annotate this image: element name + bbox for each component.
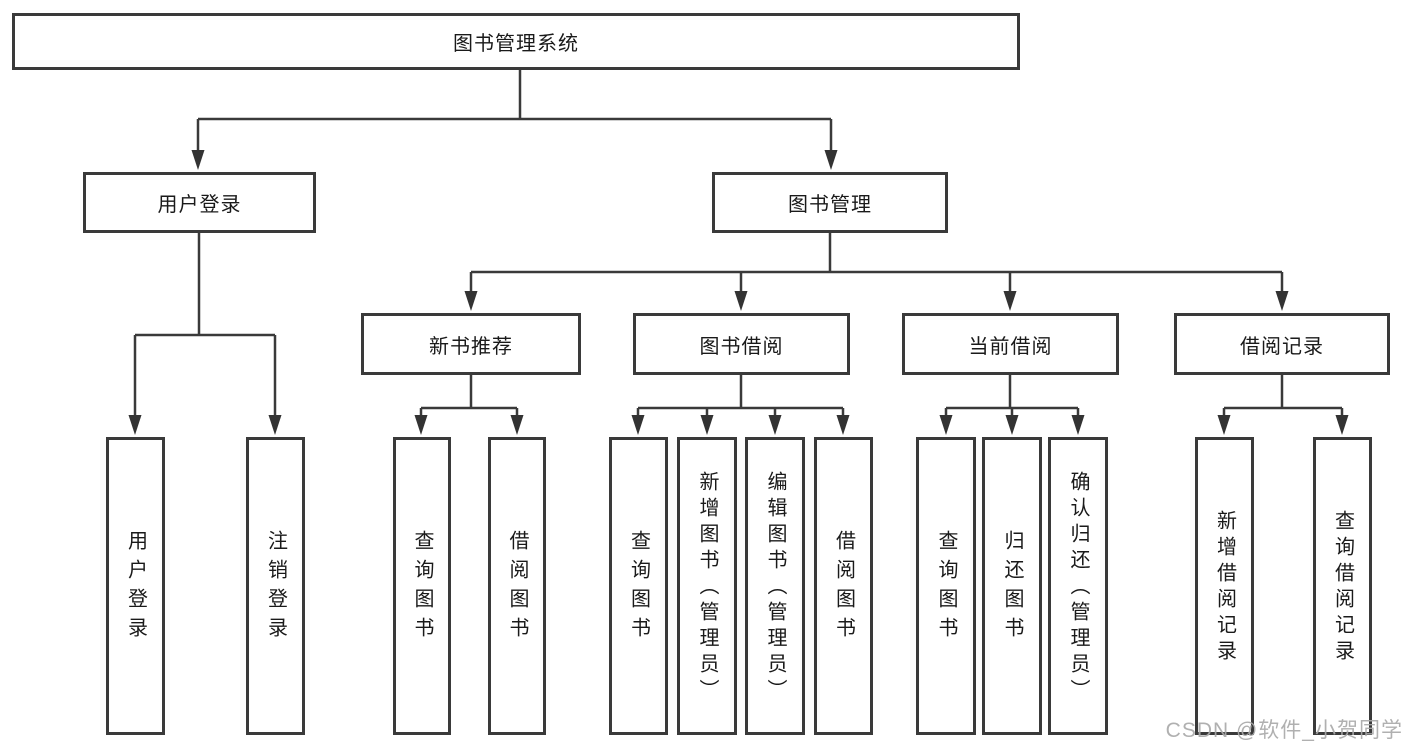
edge-new-book-to-leaves [414,375,524,435]
node-leaf-user-login: 用户登录 [106,437,165,735]
edge-book-management-to-level3 [464,233,1289,311]
node-leaf-borrow-books-newbook: 借阅图书 [488,437,546,735]
node-root-system: 图书管理系统 [12,13,1020,70]
node-leaf-logout: 注销登录 [246,437,305,735]
node-leaf-add-book-admin: 新增图书（管理员） [677,437,737,735]
node-leaf-borrow-books-borrow: 借阅图书 [814,437,873,735]
node-current-borrow: 当前借阅 [902,313,1119,375]
node-leaf-add-borrow-record: 新增借阅记录 [1195,437,1254,735]
node-leaf-edit-book-admin: 编辑图书（管理员） [745,437,805,735]
node-borrow-records: 借阅记录 [1174,313,1390,375]
edge-book-borrow-to-leaves [631,375,850,435]
csdn-watermark: CSDN @软件_小贺同学 [1165,719,1403,742]
node-user-login-module: 用户登录 [83,172,316,233]
node-book-management-module: 图书管理 [712,172,948,233]
node-leaf-confirm-return-admin: 确认归还（管理员） [1048,437,1108,735]
edge-borrow-records-to-leaves [1217,375,1349,435]
edge-user-login-to-leaves [128,233,282,435]
edge-current-borrow-to-leaves [939,375,1085,435]
node-book-borrow: 图书借阅 [633,313,850,375]
node-leaf-query-books-current: 查询图书 [916,437,976,735]
node-leaf-return-book: 归还图书 [982,437,1042,735]
node-leaf-query-books-newbook: 查询图书 [393,437,451,735]
node-new-book-recommend: 新书推荐 [361,313,581,375]
edge-root-to-level2 [191,70,838,170]
node-leaf-query-borrow-record: 查询借阅记录 [1313,437,1372,735]
node-leaf-query-books-borrow: 查询图书 [609,437,668,735]
